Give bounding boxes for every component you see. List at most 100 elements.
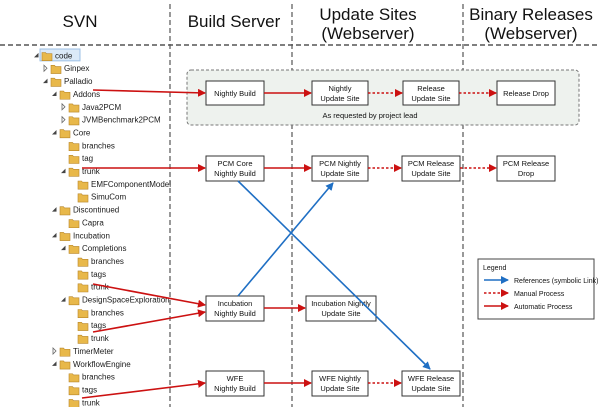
tree-row[interactable]: branches [68,373,115,383]
tree-row[interactable]: branches [77,257,124,267]
collapse-arrow-icon[interactable] [61,102,66,111]
expand-arrow-icon[interactable] [52,207,57,212]
arrow-addons-to-nightly-build [92,88,206,97]
tree-row-label: branches [82,141,115,150]
box-pcm-release-drop-line1: PCM Release [503,159,549,168]
collapse-arrow-icon[interactable] [52,347,57,355]
tree-row[interactable]: Incubation [52,231,110,241]
tree-row[interactable]: WorkflowEngine [52,360,131,370]
tree-row[interactable]: JVMBenchmark2PCM [61,115,161,126]
tree-row[interactable]: tags [77,321,106,331]
tree-row[interactable]: Addons [52,90,100,100]
tree-row[interactable]: Discontinued [52,206,119,216]
tree-row-label: EMFComponentModel [91,180,171,189]
tree-row[interactable]: trunk [77,334,110,344]
box-nightly-update-site-line1: Nightly [329,84,352,93]
folder-icon [59,90,71,100]
tree-row[interactable]: EMFComponentModel [77,180,171,190]
tree-row-label: JVMBenchmark2PCM [82,116,161,125]
tree-row[interactable]: SimuCom [77,193,126,203]
expand-arrow-icon[interactable] [52,130,57,135]
expand-arrow-icon[interactable] [34,52,39,58]
box-release-update-site-addons-line2: Update Site [411,94,450,103]
legend: Legend References (symbolic Link) Manual… [477,258,598,320]
folder-icon [41,52,53,61]
box-wfe-release-update-site-line1: WFE Release [408,374,454,383]
tree-row-label: Java2PCM [82,103,121,112]
tree-row-label: tags [91,270,106,279]
folder-icon [50,65,62,74]
tree-row-label: WorkflowEngine [73,360,131,369]
tree-row[interactable]: branches [68,141,115,151]
folder-icon [77,334,89,344]
tree-row[interactable]: Capra [68,218,104,229]
tree-row[interactable]: DesignSpaceExploration [61,296,170,306]
collapse-arrow-icon[interactable] [61,115,66,124]
box-wfe-nightly-update-site-line2: Update Site [320,384,359,393]
folder-icon [68,373,80,383]
tree-row[interactable]: code [34,48,81,62]
tree-row[interactable]: tag [68,154,93,164]
tree-row-label: DesignSpaceExploration [82,296,170,305]
legend-title: Legend [483,265,506,272]
tree-row[interactable]: trunk [77,283,110,293]
addons-group [186,69,580,126]
box-pcm-release-update-site: PCM Release Update Site [401,155,461,182]
link-pcm-core-build-to-wfe-release-site [237,180,431,370]
folder-icon [59,347,71,357]
tree-row-label: Capra [82,218,104,227]
tree-row-label: Core [73,128,91,137]
addons-note: As requested by project lead [322,111,417,120]
expand-arrow-icon[interactable] [61,168,66,174]
box-incubation-nightly-update-site: Incubation Nightly Update Site [305,295,377,322]
folder-icon [68,386,80,396]
expand-arrow-icon[interactable] [43,78,48,84]
tree-row-label: trunk [91,283,110,292]
tree-row-label: Palladio [64,77,93,86]
box-release-update-site-addons: Release Update Site [402,80,460,106]
tree-row[interactable]: TimerMeter [52,347,114,357]
tree-row-label: Completions [82,244,126,253]
expand-arrow-icon[interactable] [52,91,57,96]
tree-row[interactable]: Completions [61,244,126,254]
folder-icon [77,257,89,267]
box-incubation-nightly-build: Incubation Nightly Build [205,295,265,322]
box-wfe-release-update-site: WFE Release Update Site [401,370,461,397]
tree-row[interactable]: Ginpex [43,64,89,74]
box-pcm-core-nightly-build-line1: PCM Core [217,159,252,168]
tree-row-label: Discontinued [73,206,119,215]
box-pcm-release-drop-line2: Drop [518,169,534,178]
collapse-arrow-icon[interactable] [43,64,48,73]
expand-arrow-icon[interactable] [52,232,57,238]
legend-box [477,258,595,320]
box-wfe-nightly-build: WFE Nightly Build [205,370,265,397]
tree-row[interactable]: Core [52,128,91,139]
tree-row[interactable]: trunk [61,167,101,177]
expand-arrow-icon[interactable] [61,297,66,302]
tree-row-selection [39,48,81,62]
tree-row[interactable]: tags [68,385,97,396]
folder-icon [68,155,80,164]
box-pcm-nightly-update-site-line1: PCM Nightly [319,159,361,168]
column-title-binary-releases: Binary Releases [469,5,593,24]
folder-icon [77,322,89,331]
folder-icon [68,244,80,254]
box-pcm-release-update-site-line2: Update Site [411,169,450,178]
box-pcm-core-nightly-build-line2: Nightly Build [214,169,256,178]
tree-row[interactable]: Palladio [43,77,93,87]
box-incubation-nightly-build-line2: Nightly Build [214,309,256,318]
tree-row[interactable]: tags [77,270,106,280]
tree-row[interactable]: trunk [68,398,101,407]
tree-panel-background [30,47,165,405]
tree-row[interactable]: branches [77,308,124,318]
expand-arrow-icon[interactable] [61,245,66,251]
tree-row[interactable]: Java2PCM [61,102,121,113]
box-release-drop-label: Release Drop [503,89,549,98]
folder-icon [68,116,80,126]
tree-row-label: branches [82,373,115,382]
arrow-dse-trunk-to-incubation-build [92,309,206,333]
expand-arrow-icon[interactable] [52,361,57,366]
